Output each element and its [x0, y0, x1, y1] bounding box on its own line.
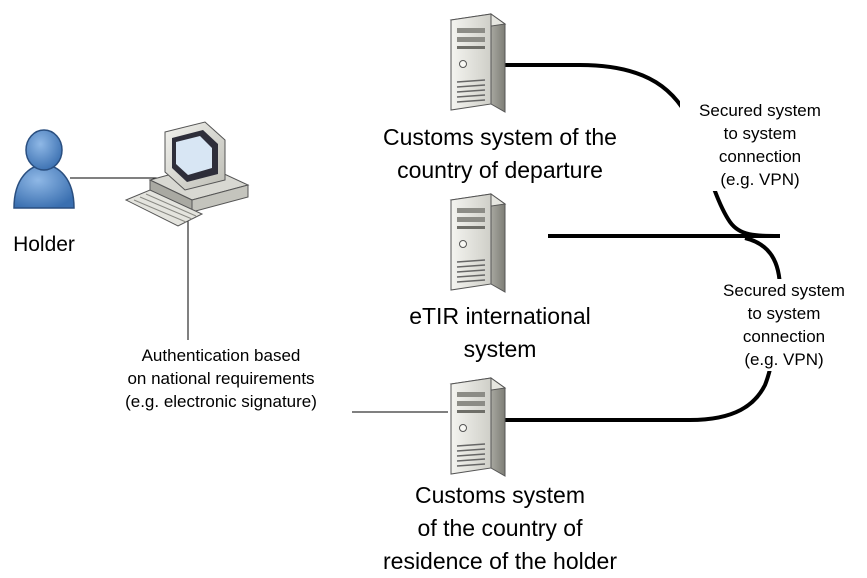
residence-line-2: of the country of — [417, 515, 583, 541]
connection-label-top: Secured system to system connection (e.g… — [680, 99, 840, 191]
etir-line-2: system — [463, 336, 537, 362]
departure-line-2: country of departure — [397, 157, 603, 183]
connection-bottom-line-3: connection — [742, 327, 826, 346]
connection-bottom-line-1: Secured system — [723, 281, 845, 300]
person-icon — [13, 129, 75, 209]
connection-top-line-2: to system — [723, 124, 797, 143]
holder-label: Holder — [13, 233, 75, 256]
server-tower-icon-residence — [450, 377, 506, 477]
connection-bottom-line-4: (e.g. VPN) — [744, 350, 824, 369]
departure-server-label: Customs system of the country of departu… — [350, 121, 650, 187]
residence-line-3: residence of the holder — [383, 548, 617, 574]
departure-line-1: Customs system of the — [383, 124, 617, 150]
connection-top-line-3: connection — [718, 147, 802, 166]
connection-top-line-1: Secured system — [699, 101, 821, 120]
residence-server-label: Customs system of the country of residen… — [340, 479, 660, 578]
authentication-line-1: Authentication based — [141, 346, 301, 365]
server-tower-icon-departure — [450, 13, 506, 113]
thin-lines — [70, 177, 448, 413]
residence-line-1: Customs system — [415, 482, 585, 508]
authentication-label: Authentication based on national require… — [90, 344, 352, 413]
computer-icon — [124, 121, 250, 227]
connection-label-bottom: Secured system to system connection (e.g… — [702, 279, 866, 371]
connection-bottom-line-2: to system — [747, 304, 821, 323]
server-tower-icon-etir — [450, 193, 506, 293]
authentication-line-3: (e.g. electronic signature) — [125, 392, 317, 411]
etir-line-1: eTIR international — [409, 303, 591, 329]
etir-server-label: eTIR international system — [370, 300, 630, 366]
connection-top-line-4: (e.g. VPN) — [720, 170, 800, 189]
authentication-line-2: on national requirements — [127, 369, 315, 388]
